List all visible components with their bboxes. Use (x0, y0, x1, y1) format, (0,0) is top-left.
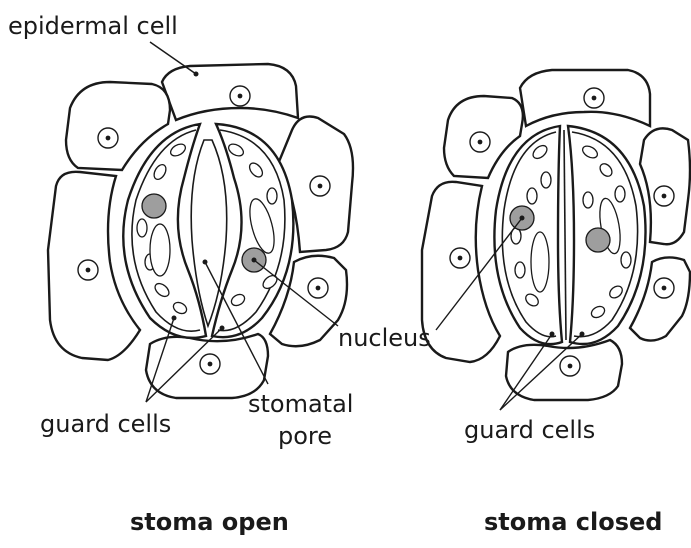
guard-cells-closed (494, 126, 645, 344)
stoma-open-diagram (48, 42, 353, 402)
label-nucleus: nucleus (338, 324, 431, 352)
epidermal-cells-open (48, 64, 353, 398)
label-pore: pore (278, 422, 332, 450)
stomatal-pore-closed (564, 130, 566, 340)
caption-stoma-open: stoma open (130, 508, 289, 536)
stoma-closed-diagram (422, 70, 690, 410)
label-epidermal-cell: epidermal cell (8, 12, 178, 40)
guard-cells-open (123, 124, 293, 338)
caption-stoma-closed: stoma closed (484, 508, 663, 536)
label-guard-cells-left: guard cells (40, 410, 171, 438)
label-guard-cells-right: guard cells (464, 416, 595, 444)
label-stomatal: stomatal (248, 390, 353, 418)
